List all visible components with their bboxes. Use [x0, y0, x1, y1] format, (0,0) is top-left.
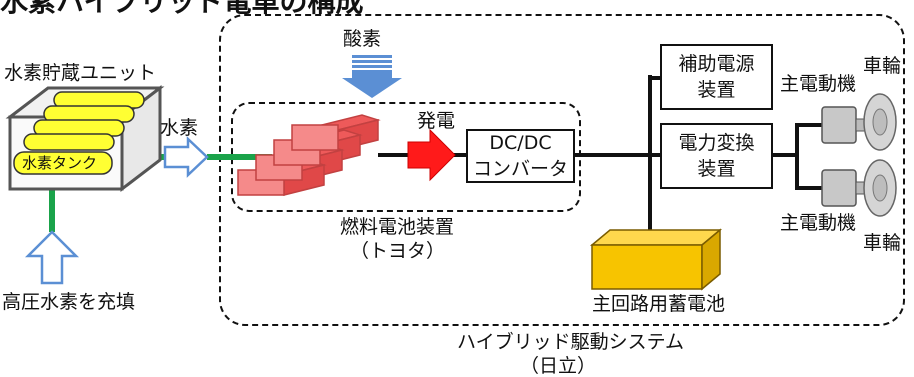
- dcdc-line1: DC/DC: [489, 132, 552, 154]
- dcdc-converter-box: DC/DC コンバータ: [466, 129, 575, 183]
- power-generation-label: 発電: [417, 110, 456, 132]
- h2-storage-unit-label: 水素貯蔵ユニット: [4, 62, 157, 84]
- hybrid-maker-label: （日立）: [520, 355, 597, 377]
- power-converter-box: 電力変換 装置: [660, 123, 773, 189]
- motor-bottom: [821, 169, 867, 207]
- motor-top: [821, 106, 867, 144]
- hybrid-system-boundary: [219, 14, 905, 326]
- wheel-bottom-graphic: [863, 159, 897, 217]
- oxygen-arrow: [342, 55, 402, 98]
- main-motor-top-label: 主電動機: [780, 73, 857, 95]
- top-title: 水素ハイブリッド電車の構成: [0, 0, 364, 18]
- dcdc-line2: コンバータ: [472, 158, 568, 180]
- main-motor-bottom-label: 主電動機: [780, 212, 857, 234]
- h2-tank-cylinders: [13, 91, 145, 175]
- fuel-cell-device-label: 燃料電池装置: [340, 216, 455, 238]
- oxygen-label: 酸素: [343, 28, 382, 50]
- fuel-cell-stacks: [237, 114, 381, 196]
- wheel-top-graphic: [863, 93, 897, 151]
- fill-arrow: [24, 230, 80, 285]
- fuel-cell-maker-label: （トヨタ）: [350, 240, 446, 262]
- main-battery-label: 主回路用蓄電池: [592, 293, 726, 315]
- main-battery-body: [589, 228, 723, 291]
- wheel-top-label: 車輪: [863, 55, 902, 77]
- aux-power-line2: 装置: [697, 79, 736, 101]
- power-conv-line1: 電力変換: [678, 132, 755, 154]
- h2-tank-label: 水素タンク: [22, 154, 98, 172]
- aux-power-box: 補助電源 装置: [660, 44, 773, 110]
- aux-power-line1: 補助電源: [678, 53, 755, 75]
- hydrogen-label: 水素: [160, 117, 199, 139]
- fill-high-pressure-label: 高圧水素を充填: [2, 291, 136, 313]
- hybrid-system-label: ハイブリッド駆動システム: [457, 331, 685, 353]
- wheel-bottom-label: 車輪: [863, 232, 902, 254]
- h2-flow-arrow: [163, 136, 209, 178]
- power-generation-arrow: [407, 128, 456, 182]
- power-conv-line2: 装置: [697, 158, 736, 180]
